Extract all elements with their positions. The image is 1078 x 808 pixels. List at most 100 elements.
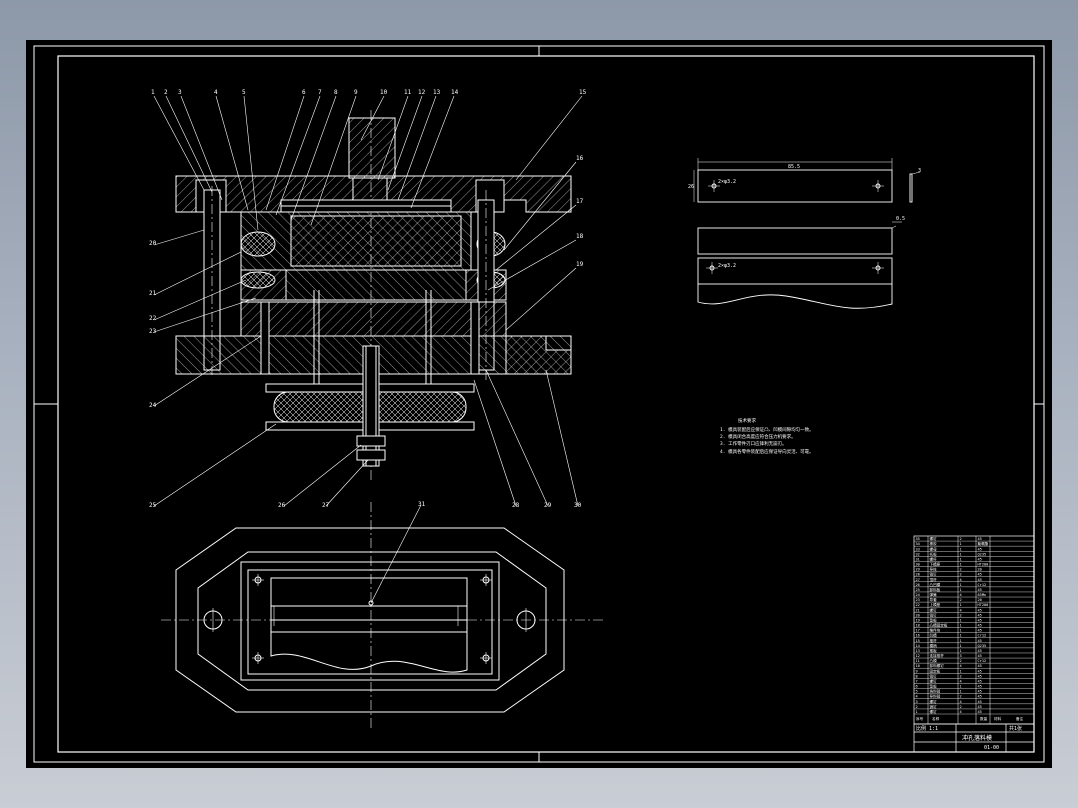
dim-height: 26	[688, 184, 694, 190]
scale-label: 比例 1:1	[916, 725, 938, 732]
bom-cell: 4	[960, 608, 962, 612]
bom-cell: 20	[916, 613, 920, 617]
drawing-canvas: 1 2 3 4 5 6 7 8 9 10 11 12 13 14 15 16 1…	[33, 45, 1045, 763]
bom-cell: 26	[916, 583, 920, 587]
bom-cell: 11	[916, 659, 920, 663]
bom-cell: 9	[916, 669, 918, 673]
bom-cell: 销钉	[930, 572, 938, 577]
bom-cell: 4	[960, 710, 962, 714]
bom-cell: 23	[916, 598, 920, 602]
balloon: 26	[278, 502, 286, 509]
bom-cell: 推件块	[930, 628, 941, 633]
bom-cell: 2	[960, 598, 962, 602]
bom-cell: Q235	[978, 644, 987, 648]
balloon: 22	[149, 315, 157, 322]
bom-cell: 4	[960, 664, 962, 668]
bom-cell: 推板	[930, 648, 938, 653]
balloon: 5	[242, 89, 246, 96]
bom-cell: 销钉	[930, 673, 938, 678]
drawing-border	[33, 45, 1045, 763]
punch-block	[290, 215, 462, 267]
bom-cell: 1	[960, 552, 962, 556]
balloon: 7	[318, 89, 322, 96]
bom-cell: HT200	[978, 603, 989, 607]
bom-cell: 34	[916, 542, 920, 546]
bom-cell: 2	[960, 674, 962, 678]
bom-cell: 35	[916, 537, 920, 541]
balloon: 12	[418, 89, 426, 96]
bom-cell: 27	[916, 578, 920, 582]
bom-cell: Cr12	[978, 634, 987, 638]
bom-cell: 3	[960, 654, 962, 658]
bom-header-cell: 名称	[932, 716, 940, 721]
balloon: 8	[334, 89, 338, 96]
bom-cell: 2	[960, 705, 962, 709]
bom-cell: 卸料板	[930, 587, 941, 592]
dim-side: 0.5	[896, 216, 905, 222]
bom-cell: 2	[960, 695, 962, 699]
bom-cell: 45	[978, 639, 982, 643]
bom-cell: 45	[978, 557, 982, 561]
bom-cell: 推杆	[930, 638, 938, 643]
bom-cell: 7	[916, 679, 918, 683]
bom-cell: 45	[978, 588, 982, 592]
title-block-text: 冲孔落料模 01-00 比例 1:1 共1张	[916, 725, 1022, 751]
dim-width: 85.5	[788, 164, 800, 170]
drawing-sheet[interactable]: 1 2 3 4 5 6 7 8 9 10 11 12 13 14 15 16 1…	[26, 40, 1052, 768]
bom-cell: 45	[978, 664, 982, 668]
note-line: 3. 工作零件刃口应锋利无崩刃。	[720, 440, 787, 447]
bom-cell: 托板	[930, 551, 938, 556]
bom-cell: 45	[978, 547, 982, 551]
bom-cell: 45	[978, 613, 982, 617]
bom-cell: 45	[978, 618, 982, 622]
sheet-count: 共1张	[1009, 725, 1022, 732]
bom-cell: 1	[960, 557, 962, 561]
strip-upper	[697, 227, 893, 255]
bom-cell: 凸模固定板	[930, 623, 948, 628]
balloon: 25	[149, 502, 157, 509]
balloon-numbers: 1 2 3 4 5 6 7 8 9 10 11 12 13 14 15 16 1…	[149, 89, 587, 509]
bom-cell: 17	[916, 629, 920, 633]
bom-cell: 45	[978, 629, 982, 633]
technical-notes: 技术要求 1. 模具装配后应保证凸、凹模间隙均匀一致。 2. 模具闭合高度应符合…	[720, 417, 814, 455]
bom-cell: 28	[916, 573, 920, 577]
bom-cell: 18	[916, 624, 920, 628]
note-line: 1. 模具装配后应保证凸、凹模间隙均匀一致。	[720, 426, 814, 433]
balloon: 2	[164, 89, 168, 96]
bom-cell: 销钉	[930, 704, 938, 709]
note-line: 2. 模具闭合高度应符合压力机要求。	[720, 433, 796, 440]
bom-cell: 1	[960, 685, 962, 689]
bom-cell: 1	[916, 710, 918, 714]
bom-cell: 模柄	[930, 643, 938, 648]
stripper-plate	[285, 269, 467, 301]
bom-cell: 45	[978, 573, 982, 577]
balloon: 9	[354, 89, 358, 96]
spring-left	[240, 231, 276, 257]
bom-cell: 45	[978, 700, 982, 704]
bom-cell: 4	[960, 700, 962, 704]
bom-cell: 螺母	[930, 546, 938, 551]
bom-cell: 25	[916, 588, 920, 592]
bom-cell: 30	[916, 563, 920, 567]
bom-cell: 1	[960, 618, 962, 622]
bom-cell: 1	[960, 583, 962, 587]
bom-cell: 45	[978, 705, 982, 709]
bom-cell: 10	[916, 664, 920, 668]
balloon: 21	[149, 290, 157, 297]
bom-cell: 45	[978, 674, 982, 678]
drawing-number: 01-00	[984, 745, 999, 751]
bom-cell: 垫板	[930, 617, 938, 622]
bom-cell: 45	[978, 710, 982, 714]
screw-rod	[362, 345, 380, 467]
balloon: 10	[380, 89, 388, 96]
bom-cell: 4	[916, 695, 918, 699]
balloon: 1	[151, 89, 155, 96]
balloon: 14	[451, 89, 459, 96]
bom-cell: 凹模	[930, 633, 938, 638]
hole-note-top: 2×φ3.2	[718, 179, 736, 185]
part-dimensions: 85.5 26 3 2×φ3.2 2×φ3.2 0.5	[688, 164, 921, 269]
bom-cell: 2	[960, 573, 962, 577]
bom-cell: 1	[960, 624, 962, 628]
balloon: 30	[574, 502, 582, 509]
